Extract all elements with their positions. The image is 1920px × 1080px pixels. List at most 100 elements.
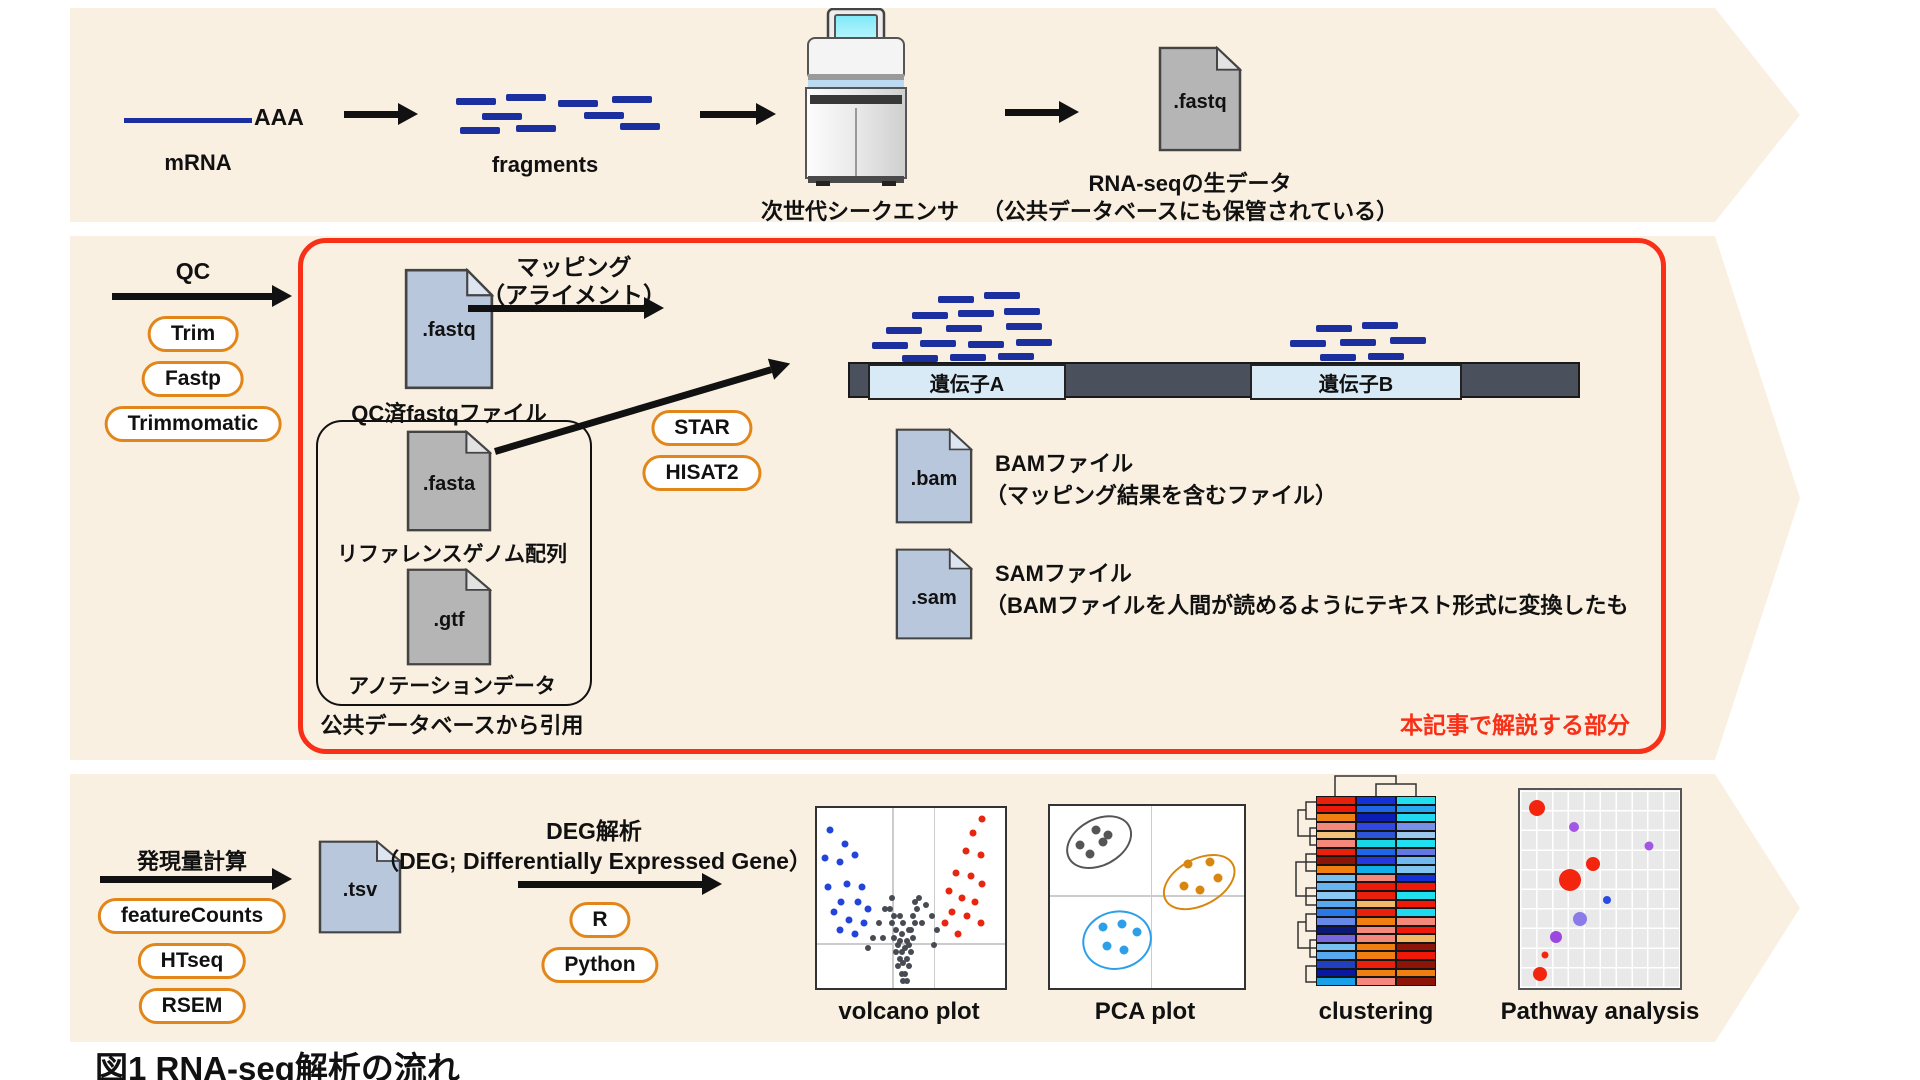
plot-point bbox=[902, 970, 909, 977]
heatmap-cell bbox=[1396, 934, 1436, 943]
pca-point bbox=[1205, 857, 1215, 867]
bam-file: .bam bbox=[895, 428, 973, 524]
tool-pill: Fastp bbox=[141, 361, 244, 397]
file-ext-label: .fasta bbox=[422, 472, 476, 495]
highlight-note: 本記事で解説する部分 bbox=[1400, 712, 1630, 738]
arrow-sequencer-to-fastq bbox=[1005, 101, 1079, 123]
pca-point bbox=[1195, 885, 1205, 895]
heatmap-cell bbox=[1356, 873, 1396, 883]
arrow-quantification bbox=[100, 868, 292, 890]
plot-point bbox=[876, 920, 883, 927]
plot-point bbox=[904, 938, 911, 945]
read-dash bbox=[1390, 337, 1426, 344]
plot-point bbox=[864, 945, 871, 952]
plot-point bbox=[830, 908, 838, 916]
heatmap-cell bbox=[1396, 977, 1436, 986]
heatmap-cell bbox=[1316, 830, 1356, 840]
figure-caption: 図1 RNA-seq解析の流れ bbox=[95, 1050, 460, 1080]
volcano-down-points bbox=[817, 808, 1005, 988]
heatmap-cell bbox=[1316, 804, 1356, 814]
plot-point bbox=[906, 963, 913, 970]
pathway-bubble bbox=[1541, 951, 1549, 959]
read-dash bbox=[920, 340, 956, 347]
gene-a-box: 遺伝子A bbox=[868, 364, 1066, 400]
heatmap-cell bbox=[1356, 813, 1396, 822]
read-dash bbox=[506, 94, 546, 101]
plot-point bbox=[913, 905, 920, 912]
plot-point bbox=[826, 826, 834, 834]
pathway-bubble bbox=[1533, 966, 1547, 981]
read-dash bbox=[938, 296, 974, 303]
file-ext-label: .sam bbox=[911, 586, 957, 609]
plot-point bbox=[898, 931, 905, 937]
plot-point bbox=[881, 905, 888, 912]
read-dash bbox=[912, 312, 948, 319]
sequencer-illustration bbox=[800, 7, 912, 188]
cluster-ellipse bbox=[1076, 903, 1158, 976]
plot-point bbox=[934, 927, 941, 934]
pathway-label: Pathway analysis bbox=[1500, 998, 1700, 1025]
file-ext-label: .gtf bbox=[433, 609, 465, 632]
plot-point bbox=[887, 905, 894, 912]
plot-point bbox=[909, 913, 916, 919]
heatmap-cell bbox=[1396, 804, 1436, 814]
plot-point bbox=[963, 912, 971, 920]
heatmap-cell bbox=[1356, 856, 1396, 866]
sam-file: .sam bbox=[895, 548, 973, 640]
heatmap-cell bbox=[1396, 873, 1436, 883]
read-dash bbox=[612, 96, 652, 103]
pca-point bbox=[1098, 922, 1108, 932]
heatmap-cell bbox=[1316, 925, 1356, 935]
plot-point bbox=[858, 883, 866, 891]
heatmap-cell bbox=[1396, 856, 1436, 866]
read-dash bbox=[958, 310, 994, 317]
volcano-ns-points bbox=[817, 808, 1005, 988]
read-dash bbox=[456, 98, 496, 105]
read-dash bbox=[946, 325, 982, 332]
plot-point bbox=[836, 858, 844, 866]
pca-plot-panel bbox=[1048, 804, 1246, 990]
read-dash bbox=[968, 341, 1004, 348]
heatmap-cell bbox=[1396, 951, 1436, 961]
tool-pill: R bbox=[569, 902, 631, 938]
fastq-raw-file: .fastq bbox=[1158, 46, 1242, 152]
plot-point bbox=[896, 956, 903, 963]
heatmap-cell bbox=[1396, 968, 1436, 978]
plot-point bbox=[945, 887, 953, 895]
heatmap-cell bbox=[1316, 873, 1356, 883]
tool-pill: featureCounts bbox=[97, 898, 287, 934]
tool-pill: HISAT2 bbox=[642, 455, 762, 491]
plot-point bbox=[952, 869, 960, 877]
plot-point bbox=[836, 926, 844, 934]
clustering-label: clustering bbox=[1318, 998, 1434, 1025]
heatmap-cell bbox=[1316, 865, 1356, 874]
reference-source-label: 公共データベースから引用 bbox=[320, 713, 584, 738]
gtf-file: .gtf bbox=[406, 568, 492, 666]
read-dash bbox=[1004, 308, 1040, 315]
plot-point bbox=[904, 956, 911, 963]
heatmap-cell bbox=[1316, 977, 1356, 986]
plot-point bbox=[902, 945, 909, 952]
heatmap-cell bbox=[1396, 882, 1436, 891]
file-icon bbox=[318, 840, 402, 934]
pca-point bbox=[1117, 919, 1127, 929]
plot-point bbox=[978, 815, 986, 823]
gene-a-label: 遺伝子A bbox=[929, 373, 1005, 396]
plot-point bbox=[919, 920, 926, 927]
gene-b-box: 遺伝子B bbox=[1250, 364, 1462, 400]
heatmap-cell bbox=[1396, 890, 1436, 900]
read-dash bbox=[1016, 339, 1052, 346]
heatmap-cell bbox=[1356, 908, 1396, 917]
plot-point bbox=[977, 851, 985, 859]
pca-point bbox=[1091, 825, 1101, 835]
volcano-up-points bbox=[817, 808, 1005, 988]
read-dash bbox=[558, 100, 598, 107]
read-dash bbox=[620, 123, 660, 130]
heatmap-cell bbox=[1316, 960, 1356, 969]
pca-point bbox=[1085, 849, 1095, 859]
heatmap-cell bbox=[1396, 847, 1436, 857]
pca-plot-label: PCA plot bbox=[1094, 998, 1196, 1025]
heatmap-cell bbox=[1396, 916, 1436, 926]
file-ext-label: .tsv bbox=[342, 879, 378, 902]
